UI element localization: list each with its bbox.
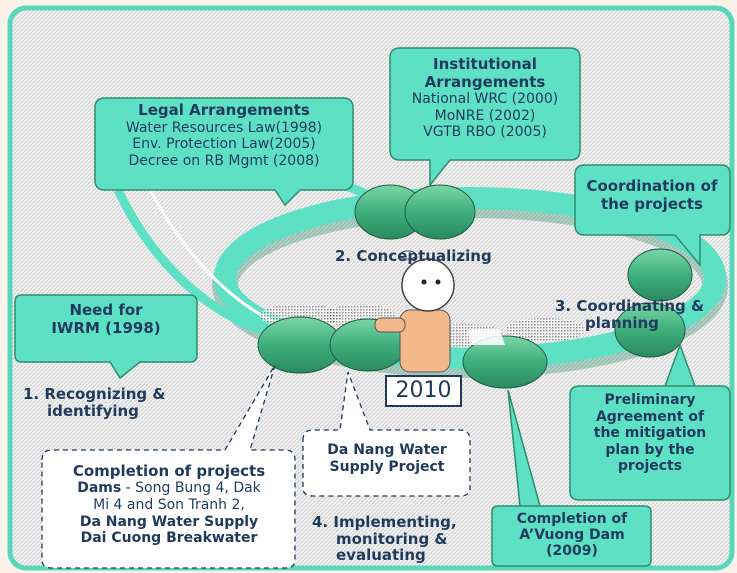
completion-dams-line1: Dams - Song Bung 4, Dak xyxy=(46,480,292,497)
institutional-item: National WRC (2000) xyxy=(411,91,559,108)
preliminary-line: projects xyxy=(617,458,683,475)
node-coordinating-b xyxy=(614,302,686,358)
legal-item: Water Resources Law(1998) xyxy=(125,119,323,136)
preliminary-line: Agreement of xyxy=(595,408,705,425)
legal-title: Legal Arrangements xyxy=(138,101,310,119)
person-figure-icon xyxy=(374,250,455,373)
avuong-line1: Completion of xyxy=(516,511,628,527)
stage-2-label: 2. Conceptualizing xyxy=(335,247,492,265)
legal-callout: Legal Arrangements Water Resources Law(1… xyxy=(98,101,350,169)
institutional-callout-shape xyxy=(389,47,581,188)
node-implementing-a xyxy=(257,316,343,374)
completion-dams-line2: Mi 4 and Son Tranh 2, xyxy=(93,496,245,513)
avuong-line3: (2009) xyxy=(546,543,598,560)
legal-item: Decree on RB Mgmt (2008) xyxy=(128,152,320,169)
coordination-callout-shape xyxy=(574,164,731,268)
node-conceptualizing-b xyxy=(404,184,476,240)
need-callout-shape xyxy=(14,294,198,380)
preliminary-callout: Preliminary Agreement of the mitigation … xyxy=(573,392,727,475)
avuong-callout: Completion of A’Vuong Dam (2009) xyxy=(494,511,650,559)
institutional-title-line2: Arrangements xyxy=(424,72,546,91)
danang-line1: Da Nang Water xyxy=(327,442,447,458)
cross-shape xyxy=(468,330,505,345)
legal-item: Env. Protection Law(2005) xyxy=(132,136,316,153)
institutional-item: MoNRE (2002) xyxy=(434,107,536,124)
completion-title: Completion of projects xyxy=(72,462,266,480)
node-avuong xyxy=(462,335,548,389)
danang-line2: Supply Project xyxy=(329,458,445,475)
avuong-line2: A’Vuong Dam xyxy=(519,527,625,544)
stage-3-line1: 3. Coordinating & xyxy=(555,297,705,315)
stage-4-line1: 4. Implementing, xyxy=(312,513,457,531)
completion-line3: Da Nang Water Supply xyxy=(79,513,259,530)
preliminary-line: plan by the xyxy=(605,441,695,458)
avuong-callout-shape xyxy=(491,389,652,567)
danang-callout: Da Nang Water Supply Project xyxy=(306,442,468,475)
preliminary-callout-shape xyxy=(569,342,731,501)
institutional-callout: Institutional Arrangements National WRC … xyxy=(392,55,578,141)
coordination-line1: Coordination of xyxy=(586,177,718,195)
danang-callout-shape xyxy=(302,371,471,497)
node-shadow xyxy=(505,318,585,342)
legal-callout-shape xyxy=(94,97,354,207)
completion-callout: Completion of projects Dams - Song Bung … xyxy=(46,462,292,547)
coordination-callout: Coordination of the projects xyxy=(577,177,727,213)
stage-1-line1: 1. Recognizing & xyxy=(23,385,166,403)
preliminary-line: the mitigation xyxy=(593,425,707,442)
need-line2: IWRM (1998) xyxy=(51,318,161,337)
completion-line4: Dai Cuong Breakwater xyxy=(80,530,258,547)
institutional-item: VGTB RBO (2005) xyxy=(423,124,547,141)
coordination-line2: the projects xyxy=(601,194,703,213)
institutional-title-line1: Institutional xyxy=(433,55,537,73)
year-box: 2010 xyxy=(385,375,462,407)
dams-label: Dams xyxy=(77,480,122,496)
completion-callout-shape xyxy=(41,364,296,569)
stage-1-label: 1. Recognizing & identifying xyxy=(23,386,165,419)
stage-1-line2: identifying xyxy=(47,401,139,420)
stage-4-line3: evaluating xyxy=(336,546,426,564)
dams-text: - Song Bung 4, Dak xyxy=(121,480,261,496)
stage-3-line2: planning xyxy=(585,313,659,332)
stage-4-line2: monitoring & xyxy=(336,529,448,548)
node-coordinating-a xyxy=(627,248,693,302)
preliminary-line: Preliminary xyxy=(604,392,696,408)
need-line1: Need for xyxy=(69,301,143,319)
stage-4-label: 4. Implementing, monitoring & evaluating xyxy=(312,514,457,564)
stage-3-label: 3. Coordinating & planning xyxy=(555,298,704,331)
need-callout: Need for IWRM (1998) xyxy=(18,301,194,337)
